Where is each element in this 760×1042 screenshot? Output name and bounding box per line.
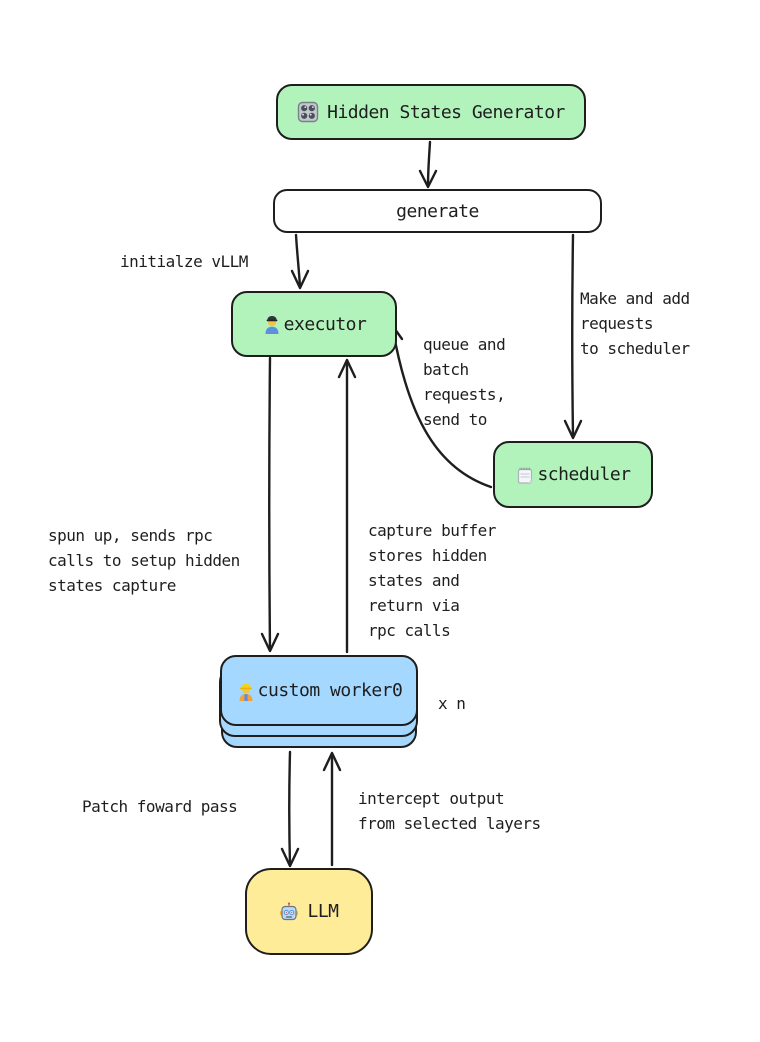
node-scheduler: scheduler [493,441,653,508]
node-hidden-states-generator: Hidden States Generator [276,84,586,140]
factory-worker-icon [262,314,282,334]
label-intercept-output: intercept output from selected layers [358,789,541,833]
node-executor: executor [231,291,397,357]
node-label: executor [283,313,367,335]
arrow-llm-to-worker [322,751,342,867]
node-label: LLM [307,901,339,922]
node-label: generate [396,200,479,222]
label-capture-buffer: capture buffer stores hidden states and … [368,521,496,640]
label-make-add-requests: Make and add requests to scheduler [580,289,690,358]
node-label: Hidden States Generator [327,101,565,123]
arrow-generate-to-scheduler [563,233,583,440]
robot-icon [279,902,299,922]
label-worker-multiplier: x n [438,694,466,713]
label-initialize-vllm: initialze vLLM [120,252,248,271]
arrow-generator-to-generate [418,140,438,189]
label-patch-forward-pass: Patch foward pass [82,797,238,816]
node-label: custom worker0 [257,680,403,701]
construction-worker-icon [236,681,256,701]
arrow-worker-to-executor [337,358,357,654]
node-llm: LLM [245,868,373,955]
node-label: scheduler [537,464,631,485]
arrow-worker-to-llm [280,750,300,868]
node-custom-worker: custom worker0 [220,655,418,726]
label-spun-up-rpc: spun up, sends rpc calls to setup hidden… [48,526,240,595]
node-generate: generate [273,189,602,233]
notepad-icon [515,465,535,485]
arrow-executor-to-worker [260,356,280,653]
control-knobs-icon [297,101,319,123]
arrow-generate-to-executor [290,233,310,290]
label-queue-batch-requests: queue and batch requests, send to [423,335,506,429]
